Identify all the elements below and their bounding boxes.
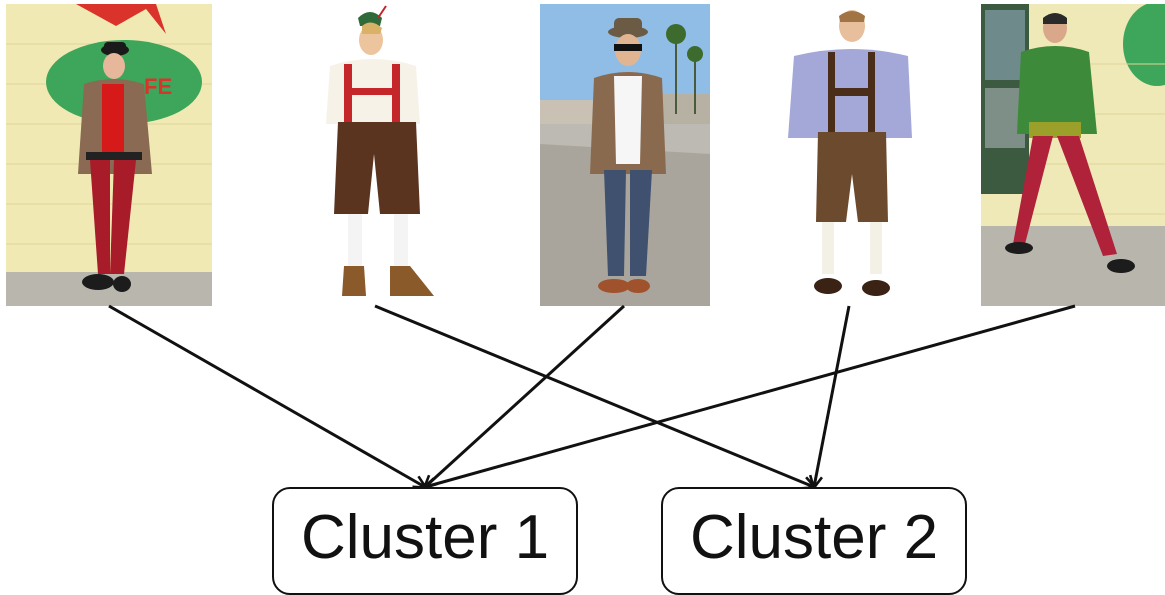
- arrow-photo-4-to-cluster-2: [814, 305, 851, 487]
- cluster-2-label: Cluster 2: [689, 502, 939, 572]
- arrow-photo-2-to-cluster-2: [374, 304, 814, 487]
- photo-3-cardigan-jeans-man: [540, 4, 710, 306]
- cluster-1-label: Cluster 1: [300, 502, 550, 572]
- photo-5-skinny-pants-man: [981, 4, 1165, 306]
- cluster-2-box: Cluster 2: [661, 487, 967, 595]
- arrow-photo-5-to-cluster-1: [425, 304, 1076, 487]
- arrow-photo-3-to-cluster-1: [425, 304, 626, 487]
- photo-2-lederhosen-man: [316, 4, 446, 306]
- photo-4-lederhosen-man: [772, 4, 922, 306]
- photo-1-skinny-pants-man: FE: [6, 4, 212, 306]
- cluster-1-box: Cluster 1: [272, 487, 578, 595]
- arrow-photo-1-to-cluster-1: [108, 304, 425, 487]
- svg-text:FE: FE: [144, 74, 172, 99]
